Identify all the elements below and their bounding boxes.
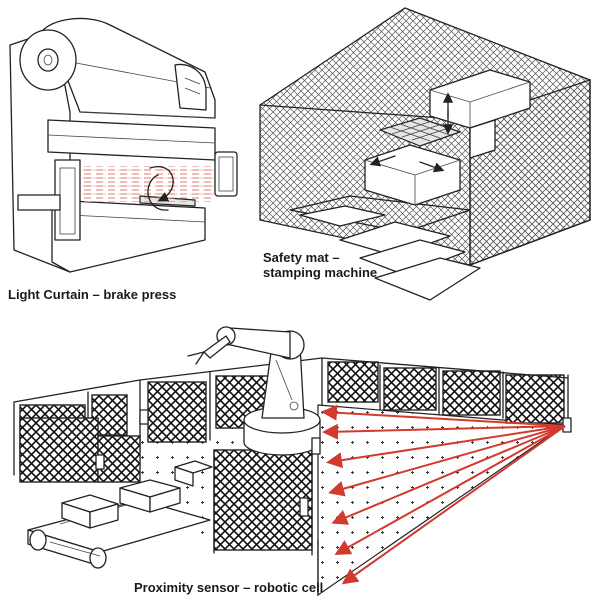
stamping-machine-illustration — [259, 7, 591, 301]
sensor-beams — [321, 404, 566, 585]
front-fence-panel — [213, 449, 313, 551]
robotic-cell-illustration — [13, 326, 572, 597]
caption-light-curtain: Light Curtain – brake press — [8, 287, 177, 302]
caption-safety-mat-line1: Safety mat – — [263, 250, 340, 265]
conveyor — [27, 460, 213, 569]
rotation-arrow-icon — [149, 166, 174, 202]
brake-press-illustration — [9, 17, 238, 273]
safety-zone-floor — [317, 404, 567, 597]
caption-proximity-sensor: Proximity sensor – robotic cell — [134, 580, 324, 595]
horizontal-arrow-icon — [369, 155, 396, 167]
robot-arm — [187, 326, 321, 456]
caption-safety-mat-line2: stamping machine — [263, 265, 378, 280]
